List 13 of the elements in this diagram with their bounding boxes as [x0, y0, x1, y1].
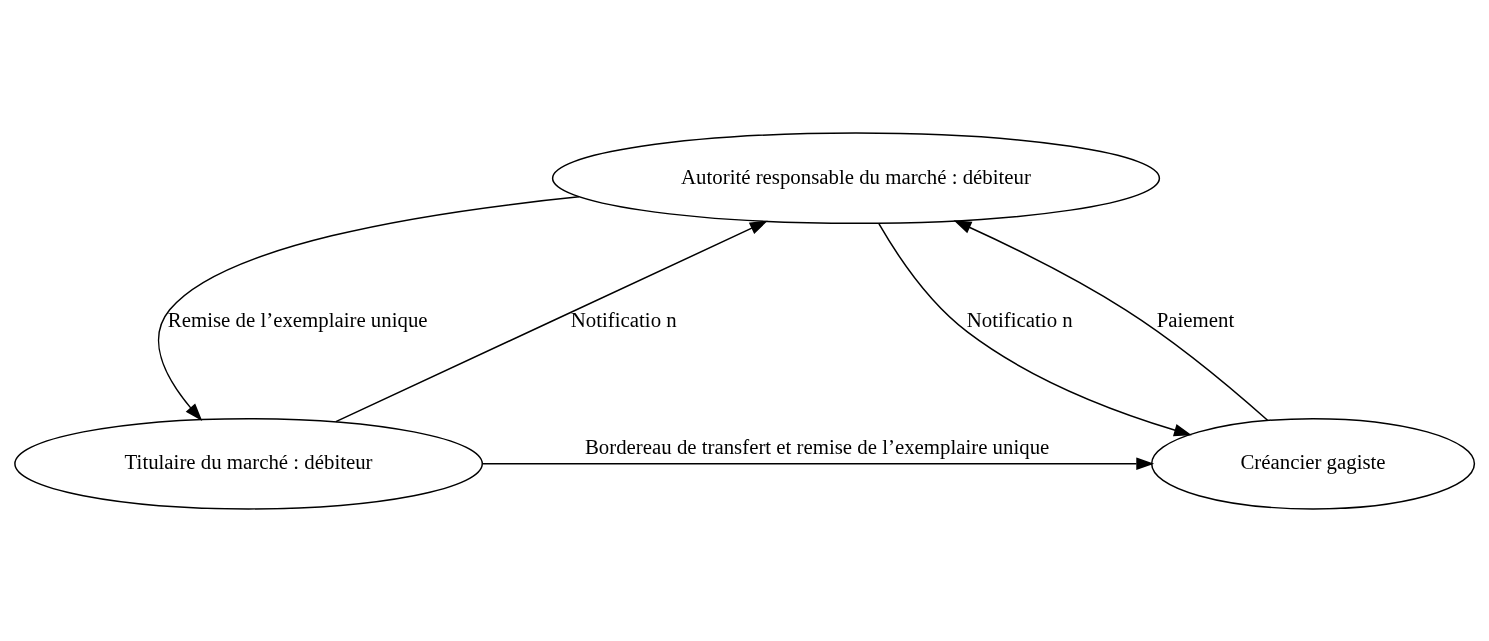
arrow	[335, 220, 768, 422]
edge-label: Notificatio n	[570, 307, 677, 332]
edge-label: Paiement	[1156, 307, 1235, 332]
edge-label: Remise de l’exemplaire unique	[167, 307, 428, 332]
edge-label: Notificatio n	[966, 307, 1073, 332]
edge-label: Bordereau de transfert et remise de l’exemplaire unique	[584, 434, 1050, 459]
arrow	[482, 457, 1155, 470]
node-ellipse: Autorité responsable du marché : débiteur	[551, 131, 1161, 224]
node-ellipse: Créancier gagiste	[1150, 417, 1476, 510]
node-ellipse: Titulaire du marché : débiteur	[14, 417, 483, 510]
arrow	[157, 195, 580, 421]
arrow	[953, 219, 1269, 421]
arrow	[878, 222, 1192, 436]
